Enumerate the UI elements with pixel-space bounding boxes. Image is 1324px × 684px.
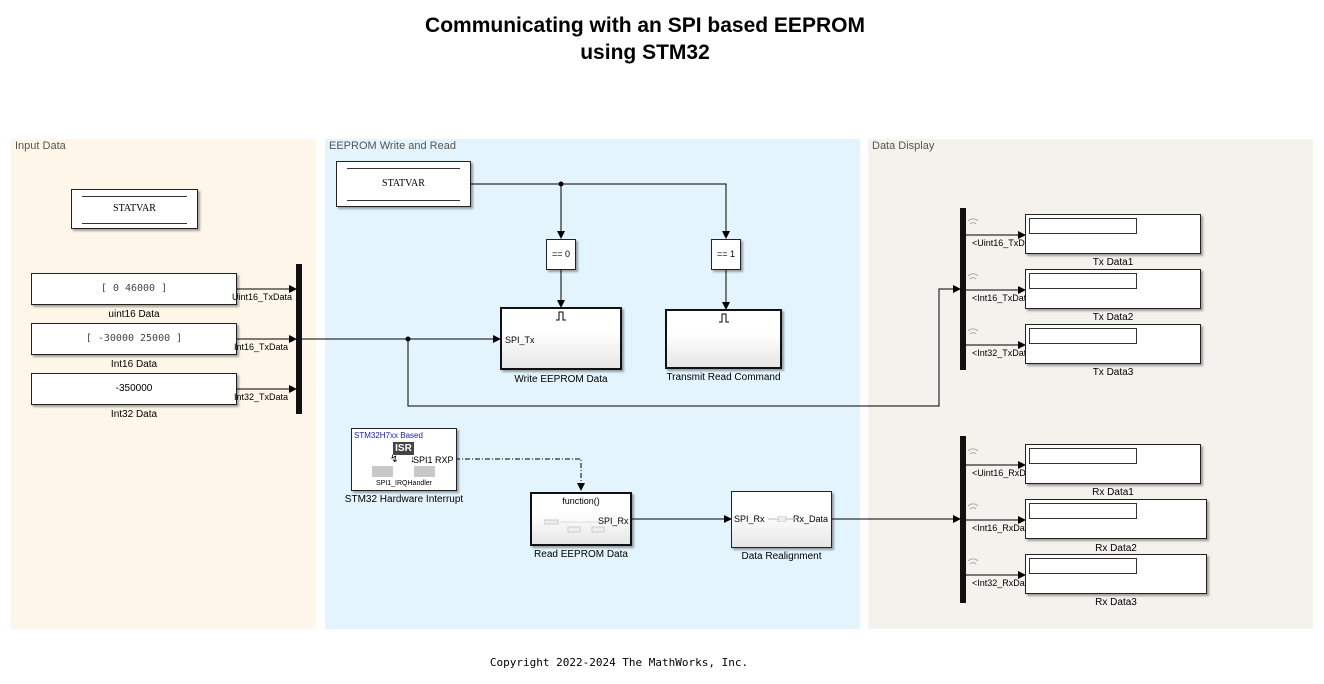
int16-constant-block[interactable]: [ -30000 25000 ] xyxy=(31,323,237,355)
trigger-icon xyxy=(556,311,566,321)
isr-badge: ISR xyxy=(393,442,414,455)
rx-display-1-caption: Rx Data1 xyxy=(1092,487,1134,498)
compare-zero-label: == 0 xyxy=(551,249,571,259)
tx-bus-selector[interactable] xyxy=(960,208,966,370)
eeprom-statvar-label: STATVAR xyxy=(382,178,425,189)
uint16-signal-label: Uint16_TxData xyxy=(232,292,293,302)
rx-display-1[interactable] xyxy=(1025,444,1201,484)
peripheral-icon-left xyxy=(372,466,393,477)
interrupt-header: STM32H7xx Based xyxy=(354,431,423,440)
rx-display-2-caption: Rx Data2 xyxy=(1095,543,1137,554)
uint16-constant-block[interactable]: [ 0 46000 ] xyxy=(31,273,237,305)
copyright-text: Copyright 2022-2024 The MathWorks, Inc. xyxy=(489,656,749,669)
tx-display-3-caption: Tx Data3 xyxy=(1092,367,1134,378)
title-line-1: Communicating with an SPI based EEPROM xyxy=(425,14,865,37)
rx-signal-label-1: <Uint16_RxData> xyxy=(972,468,1044,478)
rx-display-3[interactable] xyxy=(1025,554,1207,594)
transmit-read-caption: Transmit Read Command xyxy=(666,372,781,383)
title-line-2: using STM32 xyxy=(580,41,710,64)
realign-out-port: Rx_Data xyxy=(793,514,829,524)
eeprom-statvar-block[interactable]: STATVAR xyxy=(336,161,471,207)
rx-display-2-value xyxy=(1029,503,1137,519)
interrupt-caption: STM32 Hardware Interrupt xyxy=(344,494,464,505)
tx-display-2-caption: Tx Data2 xyxy=(1092,312,1134,323)
function-call-label: function() xyxy=(562,496,600,506)
write-eeprom-caption: Write EEPROM Data xyxy=(514,374,608,385)
interrupt-port-label: SPI1 RXP xyxy=(413,455,454,465)
realign-in-port: SPI_Rx xyxy=(734,514,765,524)
tx-signal-label-3: <Int32_TxData> xyxy=(972,348,1037,358)
display-area-label: Data Display xyxy=(872,140,935,152)
int32-signal-label: Int32_TxData xyxy=(234,392,289,402)
subsystem-preview-icon xyxy=(544,519,605,533)
input-area-label: Input Data xyxy=(15,140,66,152)
hardware-interrupt-block[interactable]: STM32H7xx Based ISR ↯ ↓ SPI1 RXP SPI1_IR… xyxy=(351,428,457,491)
realign-preview-icon xyxy=(768,516,796,522)
read-port-label: SPI_Rx xyxy=(598,516,629,526)
realign-caption: Data Realignment xyxy=(741,551,822,562)
trigger-icon xyxy=(719,313,729,323)
rx-display-3-value xyxy=(1029,558,1137,574)
compare-one-label: == 1 xyxy=(716,249,736,259)
tx-display-1-value xyxy=(1029,218,1137,234)
int16-signal-label: Int16_TxData xyxy=(234,342,289,352)
int32-caption: Int32 Data xyxy=(110,409,158,420)
page-title: Communicating with an SPI based EEPROM u… xyxy=(0,12,1290,66)
irq-handler-label: SPI1_IRQHandler xyxy=(375,480,433,487)
down-arrow-icon: ↓ xyxy=(410,454,415,465)
write-eeprom-data-block[interactable]: SPI_Tx xyxy=(500,307,622,370)
rx-display-2[interactable] xyxy=(1025,499,1207,539)
input-mux-bar[interactable] xyxy=(296,264,302,414)
tx-signal-label-2: <Int16_TxData> xyxy=(972,293,1037,303)
transmit-read-command-block[interactable] xyxy=(665,309,782,369)
tx-signal-label-1: <Uint16_TxData> xyxy=(972,238,1043,248)
data-realignment-block[interactable]: SPI_Rx Rx_Data xyxy=(731,491,832,548)
uint16-constant-value: [ 0 46000 ] xyxy=(100,283,168,294)
int16-constant-value: [ -30000 25000 ] xyxy=(85,333,183,344)
peripheral-icon-right xyxy=(414,466,435,477)
tx-display-1[interactable] xyxy=(1025,214,1201,254)
int32-constant-value: -350000 xyxy=(115,383,153,394)
rx-display-1-value xyxy=(1029,448,1137,464)
int16-caption: Int16 Data xyxy=(110,359,158,370)
eeprom-area-label: EEPROM Write and Read xyxy=(329,140,456,152)
compare-to-one-block[interactable]: == 1 xyxy=(711,239,741,270)
uint16-caption: uint16 Data xyxy=(108,309,160,320)
tx-display-2-value xyxy=(1029,273,1137,289)
tx-display-3[interactable] xyxy=(1025,324,1201,364)
compare-to-zero-block[interactable]: == 0 xyxy=(546,239,576,270)
tx-display-1-caption: Tx Data1 xyxy=(1092,257,1134,268)
input-statvar-block[interactable]: STATVAR xyxy=(71,189,198,229)
input-statvar-label: STATVAR xyxy=(113,203,156,214)
tx-display-2[interactable] xyxy=(1025,269,1201,309)
rx-display-3-caption: Rx Data3 xyxy=(1095,597,1137,608)
rx-signal-label-3: <Int32_RxData> xyxy=(972,578,1038,588)
rx-bus-selector[interactable] xyxy=(960,436,966,603)
read-eeprom-caption: Read EEPROM Data xyxy=(534,549,628,560)
write-port-label: SPI_Tx xyxy=(505,335,535,345)
tx-display-3-value xyxy=(1029,328,1137,344)
read-eeprom-data-block[interactable]: function() SPI_Rx xyxy=(530,492,632,546)
lightning-icon: ↯ xyxy=(390,454,399,465)
rx-signal-label-2: <Int16_RxData> xyxy=(972,523,1038,533)
int32-constant-block[interactable]: -350000 xyxy=(31,373,237,405)
